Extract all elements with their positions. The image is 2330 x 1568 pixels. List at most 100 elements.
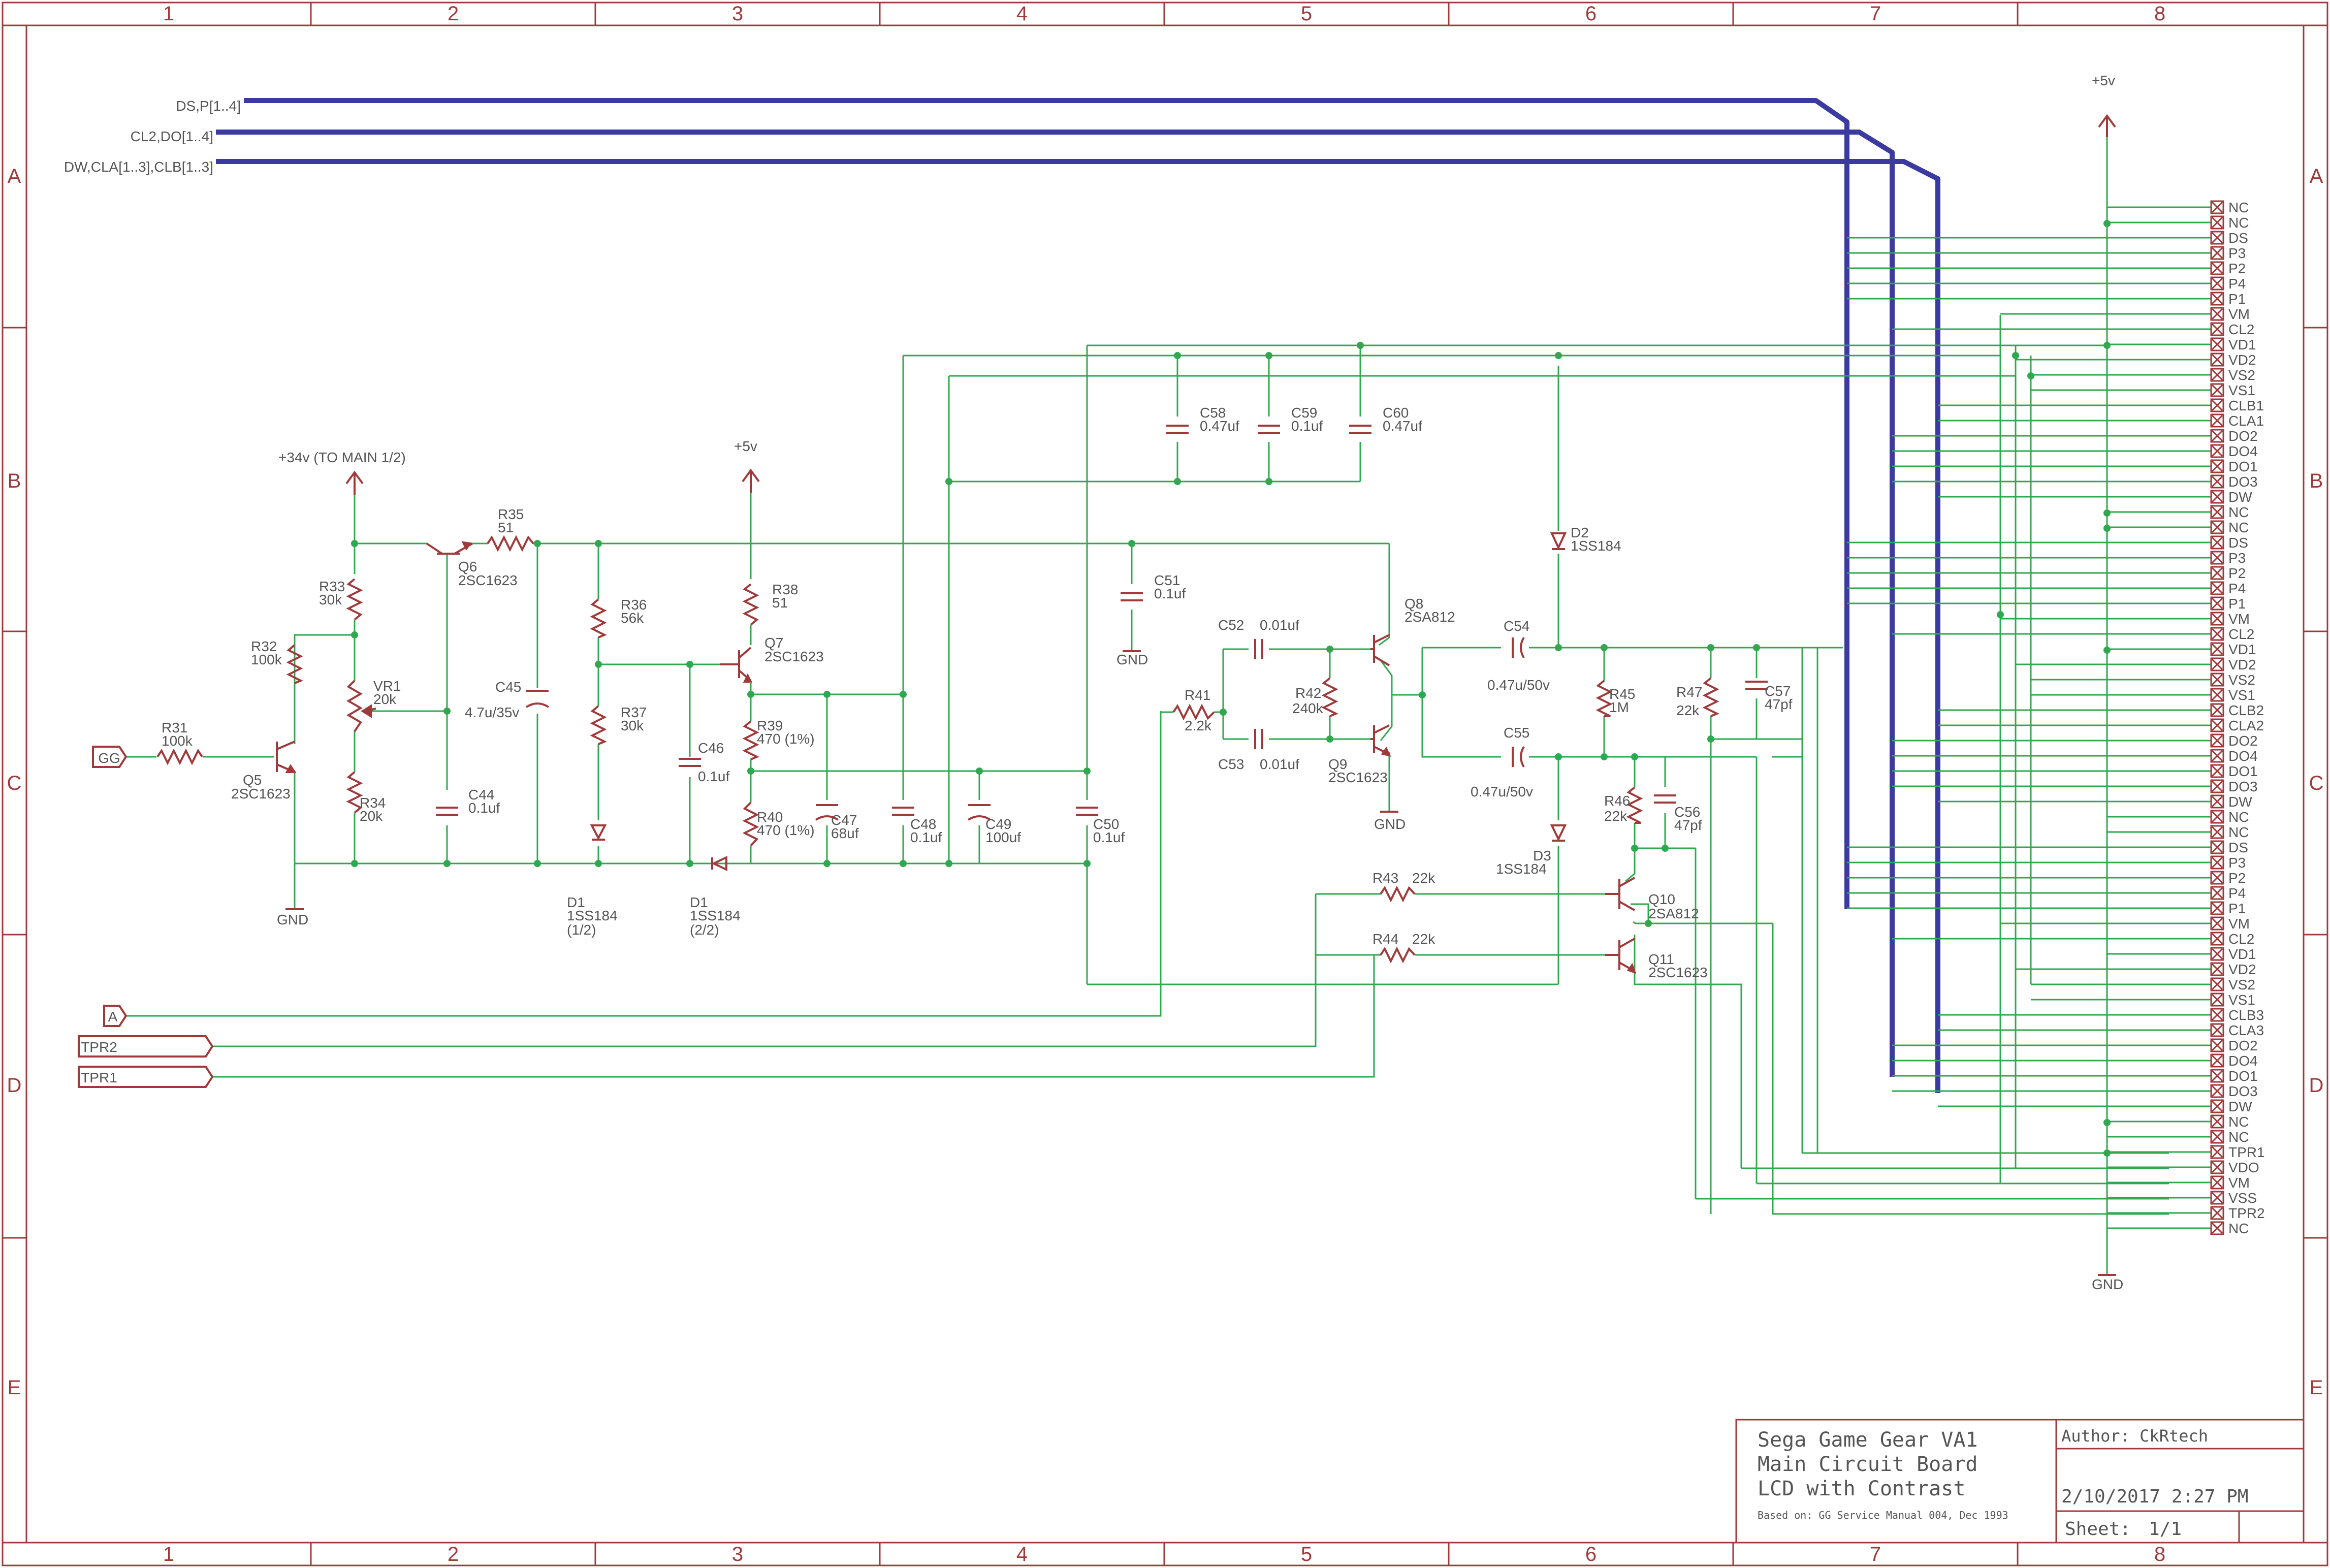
connector-pin: P4 [2210, 885, 2246, 901]
connector-pin: CLB2 [2210, 702, 2264, 718]
connector-pin-label: VD2 [2228, 657, 2256, 673]
connector-pin-label: VD2 [2228, 352, 2256, 368]
component-ref: VR1 [373, 678, 401, 694]
connector-pin: DO1 [2210, 763, 2258, 779]
component-value: 470 (1%) [757, 822, 815, 838]
connector-pin-label: VD1 [2228, 337, 2256, 353]
connector-pin-label: NC [2228, 200, 2249, 215]
bus-label-dw-cla-clb: DW,CLA[1..3],CLB[1..3] [64, 159, 213, 175]
connector-pin: CL2 [2210, 931, 2254, 947]
connector-pin: CLA2 [2210, 718, 2264, 733]
component-value: 0.01uf [1260, 756, 1299, 772]
connector-pin-label: DO1 [2228, 763, 2258, 779]
connector-pin-label: VM [2228, 611, 2250, 627]
connector-pin: CLB1 [2210, 398, 2264, 413]
connector-pin: VD2 [2210, 962, 2256, 977]
component-value: 30k [621, 718, 644, 733]
connector-pin-label: DS [2228, 535, 2248, 551]
connector-pin: VD1 [2210, 946, 2256, 962]
zone-col-label: 1 [163, 1543, 174, 1565]
net-wires [126, 117, 2169, 1275]
bus-label-ds-p: DS,P[1..4] [176, 98, 241, 114]
component-ref: R43 [1373, 870, 1398, 886]
connector-pin: VM [2210, 611, 2250, 627]
connector-pin: P1 [2210, 596, 2246, 612]
connector-pin-label: DO4 [2228, 1053, 2258, 1069]
connector-pin: P2 [2210, 870, 2246, 886]
connector-pin: VM [2210, 306, 2250, 322]
port-tpr2-label: TPR2 [81, 1039, 117, 1055]
component-ref: R40 [757, 809, 783, 825]
zone-row-label: B [8, 470, 21, 492]
component-value: 22k [1604, 808, 1627, 824]
connector-pin-label: VD1 [2228, 946, 2256, 962]
port-a-label: A [108, 1009, 118, 1025]
connector-pin: VSS [2210, 1190, 2257, 1206]
power-34v-label: +34v (TO MAIN 1/2) [278, 450, 406, 465]
connector-pin: TPR1 [2210, 1144, 2265, 1160]
zone-row-label: D [2309, 1074, 2324, 1097]
connector-pin: DO2 [2210, 428, 2258, 444]
component-value: 68uf [831, 825, 859, 841]
power-5v-label: +5v [734, 438, 757, 454]
connector-pin: P2 [2210, 565, 2246, 581]
connector-pin-label: VS1 [2228, 382, 2255, 398]
connector-pin: VD1 [2210, 642, 2256, 657]
component-ref: C51 [1154, 572, 1180, 588]
component-value: 47pf [1674, 817, 1702, 833]
component-value: 2SC1623 [231, 786, 291, 802]
connector-pin-label: NC [2228, 1114, 2249, 1130]
connector-pin: VS1 [2210, 687, 2255, 703]
connector-pin: DO2 [2210, 733, 2258, 749]
component-ref: D1 [567, 894, 585, 910]
connector-pin: DW [2210, 489, 2252, 505]
title-block [1735, 1419, 2305, 1544]
connector-pin: CLB3 [2210, 1007, 2264, 1023]
connector-pin: VD2 [2210, 352, 2256, 368]
zone-col-label: 1 [163, 3, 174, 25]
connector-pin: P3 [2210, 550, 2246, 566]
zone-col-label: 2 [448, 1543, 459, 1565]
connector-pin-label: VDO [2228, 1160, 2259, 1175]
connector-pin-label: NC [2228, 1221, 2249, 1236]
connector-pin: DO2 [2210, 1038, 2258, 1053]
component-value: 20k [373, 691, 397, 707]
connector-pin-label: VD1 [2228, 642, 2256, 657]
component-value: 0.1uf [698, 769, 729, 784]
component-ref: R31 [162, 720, 187, 735]
ground-label: GND [1374, 816, 1406, 832]
connector-pin-label: NC [2228, 1129, 2249, 1145]
component-ref: Q11 [1648, 951, 1674, 967]
component-ref: R44 [1373, 931, 1398, 947]
title-author: Author: CkRtech [2061, 1426, 2208, 1446]
connector-pin-label: CLB2 [2228, 702, 2264, 718]
connector-pin: CLA1 [2210, 413, 2264, 429]
component-value: 0.01uf [1260, 617, 1299, 633]
connector-pin-label: DW [2228, 794, 2252, 810]
connector-pin: VD2 [2210, 657, 2256, 673]
title-line-1: Sega Game Gear VA1 [1758, 1428, 1977, 1452]
connector-pin: P4 [2210, 581, 2246, 596]
connector-pin-label: CLA3 [2228, 1022, 2264, 1038]
component-ref: R39 [757, 718, 783, 733]
connector-pin: CLA3 [2210, 1022, 2264, 1038]
component-value: 240k [1292, 700, 1324, 716]
connector-pin: P1 [2210, 291, 2246, 307]
connector-pin: DS [2210, 840, 2248, 855]
zone-col-label: 6 [1585, 3, 1597, 25]
connector-pin-label: P4 [2228, 885, 2246, 901]
junction-dots [351, 220, 2111, 1157]
connector-pin-label: VS1 [2228, 687, 2255, 703]
zone-col-label: 6 [1585, 1543, 1597, 1565]
component-ref: C54 [1504, 618, 1529, 634]
component-value: 2SC1623 [1328, 770, 1388, 785]
component-value: 0.1uf [1291, 418, 1323, 434]
connector-pin-label: TPR2 [2228, 1205, 2265, 1221]
connector-pin-label: DO3 [2228, 474, 2258, 490]
connector-pin-label: VS1 [2228, 992, 2255, 1008]
component-value: 0.47u/50v [1471, 784, 1533, 799]
zone-row-label: E [2310, 1377, 2323, 1399]
component-value: 100k [251, 652, 282, 667]
zone-col-label: 3 [732, 1543, 743, 1565]
connector-pin: DO4 [2210, 748, 2258, 764]
